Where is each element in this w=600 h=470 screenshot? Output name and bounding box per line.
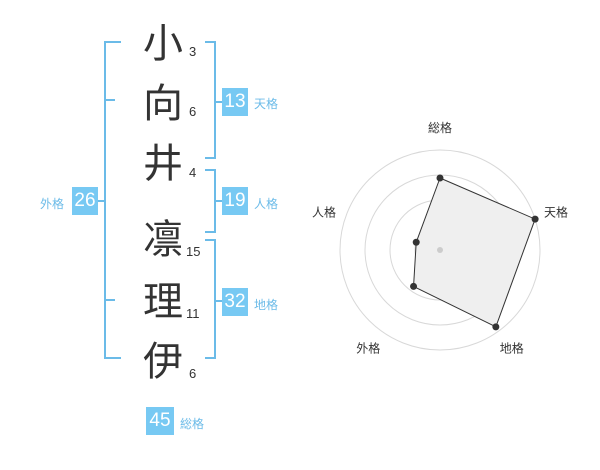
gaikaku-label: 外格 xyxy=(40,197,65,211)
stroke-count-3: 4 xyxy=(189,165,197,180)
chikaku-bracket xyxy=(205,239,216,359)
radar-axis-label-2: 天格 xyxy=(544,204,568,219)
chikaku-value: 32 xyxy=(222,288,248,316)
stroke-count-2: 6 xyxy=(189,104,197,119)
soukaku-value: 45 xyxy=(146,407,174,435)
tenkaku-value: 13 xyxy=(222,88,248,116)
tenkaku-label: 天格 xyxy=(254,97,279,111)
stroke-count-4: 15 xyxy=(186,244,201,259)
radar-point-4 xyxy=(410,282,418,290)
radar-point-3 xyxy=(492,323,500,331)
radar-point-5 xyxy=(412,238,420,246)
chikaku-label: 地格 xyxy=(254,298,279,312)
name-char-4: 凛 xyxy=(143,217,183,263)
soukaku-label: 総格 xyxy=(180,417,205,431)
radar-point-1 xyxy=(436,174,444,182)
gaikaku-value: 26 xyxy=(72,187,98,215)
jinkaku-label: 人格 xyxy=(254,197,279,211)
radar-axis-label-3: 地格 xyxy=(500,341,524,356)
name-char-1: 小 xyxy=(143,21,183,67)
stroke-count-5: 11 xyxy=(186,306,200,321)
radar-axis-label-5: 人格 xyxy=(312,204,336,219)
name-char-5: 理 xyxy=(143,279,183,325)
radar-axis-label-1: 総格 xyxy=(428,120,452,135)
radar-ring-4 xyxy=(339,149,541,351)
stroke-count-1: 3 xyxy=(189,44,197,59)
tenkaku-bracket xyxy=(205,41,216,159)
stroke-count-6: 6 xyxy=(189,366,197,381)
name-char-6: 伊 xyxy=(143,339,183,385)
jinkaku-bracket xyxy=(205,169,216,233)
radar-axis-label-4: 外格 xyxy=(356,341,380,356)
radar-center xyxy=(437,247,443,253)
radar-area xyxy=(413,177,536,328)
radar-point-2 xyxy=(531,215,539,223)
jinkaku-value: 19 xyxy=(222,187,248,215)
gaikaku-bracket xyxy=(104,41,121,359)
name-char-3: 井 xyxy=(143,141,183,187)
name-char-2: 向 xyxy=(143,81,183,127)
